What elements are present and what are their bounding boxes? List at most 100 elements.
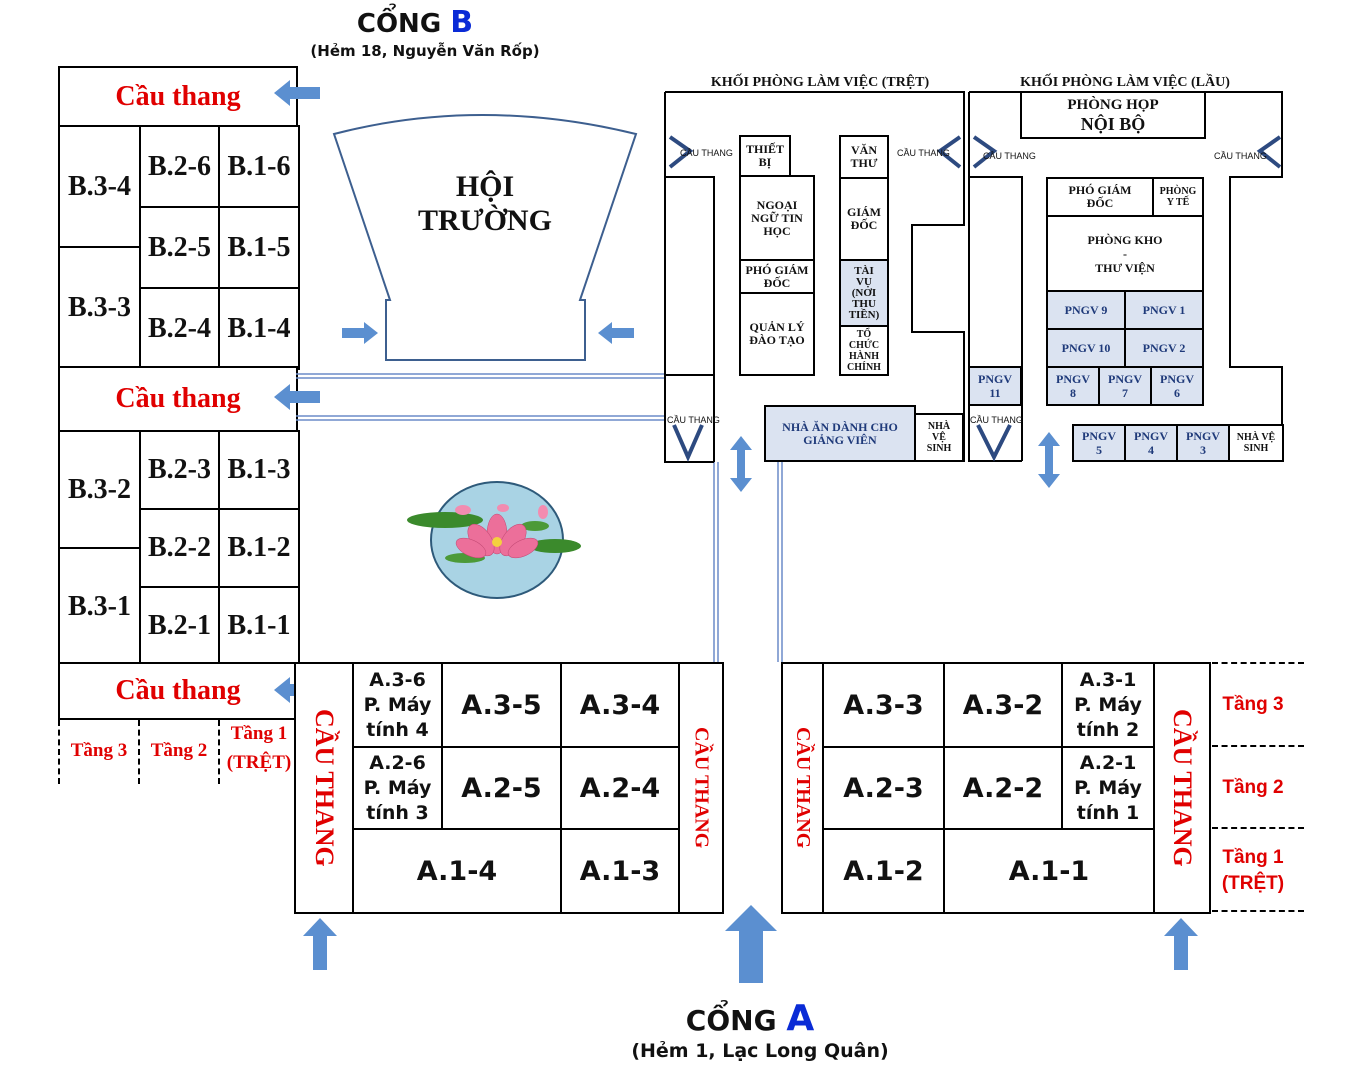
- room-a1-3: A.1-3: [560, 828, 680, 914]
- stairs-office-ground-2: CẦU THANG: [897, 148, 950, 158]
- room-b3-1: B.3-1: [58, 547, 141, 666]
- block-b-upper: B.3-4 B.3-3 B.2-6 B.1-6 B.2-5 B.1-5 B.2-…: [58, 125, 300, 370]
- arrow-left-icon: [598, 322, 634, 344]
- gate-a-label: CỔNG: [685, 1004, 777, 1037]
- stairs-office-upper-3: CẦU THANG: [970, 415, 1023, 425]
- arrow-left-icon: [274, 384, 320, 410]
- a-floor-1-sub-label: (TRỆT): [1221, 873, 1285, 894]
- b-floor-3-label: Tầng 3: [70, 740, 128, 761]
- office-ground-title: KHỐI PHÒNG LÀM VIỆC (TRỆT): [710, 75, 930, 90]
- room-a3-2: A.3-2: [943, 662, 1063, 748]
- stairs-office-ground-3: CẦU THANG: [667, 415, 720, 425]
- room-pngv-9: PNGV 9: [1046, 290, 1126, 330]
- stairs-a-left-inner-label: CẦU THANG: [690, 727, 713, 849]
- stairs-b-middle-label: Cầu thang: [115, 383, 241, 414]
- a-floor-3-label: Tầng 3: [1222, 694, 1284, 715]
- gate-b-label: CỔNG: [356, 9, 442, 39]
- room-pngv-1: PNGV 1: [1124, 290, 1204, 330]
- room-b2-3: B.2-3: [139, 430, 220, 510]
- arrow-up-icon: [303, 918, 337, 970]
- room-a3-4: A.3-4: [560, 662, 680, 748]
- room-a1-1: A.1-1: [943, 828, 1155, 914]
- gate-b-address: (Hẻm 18, Nguyễn Văn Rốp): [310, 42, 540, 60]
- gate-b-letter: B: [450, 5, 474, 40]
- b-floor-2-label: Tầng 2: [150, 740, 208, 761]
- room-b3-4: B.3-4: [58, 125, 141, 248]
- arrow-right-icon: [342, 322, 378, 344]
- corridor-lines: [296, 373, 783, 662]
- block-b-lower: B.3-2 B.3-1 B.2-3 B.1-3 B.2-2 B.1-2 B.2-…: [58, 430, 300, 666]
- room-pngv-2: PNGV 2: [1124, 328, 1204, 368]
- stairs-office-ground-1: CẦU THANG: [680, 148, 733, 158]
- room-a2-2: A.2-2: [943, 746, 1063, 830]
- room-b1-3: B.1-3: [218, 430, 300, 510]
- stairs-a-left-outer-label: CẦU THANG: [310, 709, 339, 867]
- room-a1-2: A.1-2: [822, 828, 945, 914]
- stairs-b-bottom: Cầu thang: [58, 662, 298, 720]
- room-b2-6: B.2-6: [139, 125, 220, 208]
- arrow-left-icon: [274, 80, 320, 106]
- room-a2-5: A.2-5: [441, 746, 562, 830]
- gate-a-title: CỔNG A: [660, 998, 840, 1039]
- stairs-office-upper-1: CẦU THANG: [983, 151, 1036, 161]
- arrow-up-down-icon: [730, 436, 752, 492]
- hall-title-line2: TRƯỜNG: [418, 204, 552, 237]
- hall-outline: [332, 114, 638, 361]
- stairs-office-upper-2: CẦU THANG: [1214, 151, 1267, 161]
- block-b-floor-dividers: Tầng 3 Tầng 2 Tầng 1 (TRỆT): [58, 720, 298, 784]
- room-b2-4: B.2-4: [139, 287, 220, 370]
- room-b2-1: B.2-1: [139, 586, 220, 666]
- a-floor-1-label: Tầng 1: [1222, 847, 1284, 868]
- stairs-b-bottom-label: Cầu thang: [115, 675, 241, 706]
- office-upper-title: KHỐI PHÒNG LÀM VIỆC (LẦU): [1020, 75, 1230, 90]
- stairs-a-right-inner-label: CẦU THANG: [792, 727, 814, 849]
- stairs-a-left-inner: CẦU THANG: [678, 662, 724, 914]
- a-floor-dividers: Tầng 3 Tầng 2 Tầng 1 (TRỆT): [1212, 662, 1304, 914]
- b-floor-1-sub-label: (TRỆT): [226, 752, 292, 773]
- room-b3-2: B.3-2: [58, 430, 141, 549]
- room-b1-4: B.1-4: [218, 287, 300, 370]
- stairs-a-right-outer-label: CẦU THANG: [1168, 709, 1197, 867]
- stairs-a-right-outer: CẦU THANG: [1153, 662, 1211, 914]
- room-b1-6: B.1-6: [218, 125, 300, 208]
- stairs-a-right-inner: CẦU THANG: [781, 662, 824, 914]
- arrow-up-icon: [1164, 918, 1198, 970]
- room-b1-5: B.1-5: [218, 206, 300, 289]
- main-entrance-arrow-icon: [725, 905, 777, 983]
- hall-title-line1: HỘI: [455, 170, 515, 203]
- stairs-b-middle: Cầu thang: [58, 366, 298, 432]
- room-a2-4: A.2-4: [560, 746, 680, 830]
- a-floor-2-label: Tầng 2: [1222, 777, 1284, 798]
- room-a2-3: A.2-3: [822, 746, 945, 830]
- room-a3-5: A.3-5: [441, 662, 562, 748]
- room-b3-3: B.3-3: [58, 246, 141, 370]
- gate-b-title: CỔNG B: [340, 5, 490, 40]
- room-b2-2: B.2-2: [139, 508, 220, 588]
- room-pngv-10: PNGV 10: [1046, 328, 1126, 368]
- office-ground-outline: [664, 91, 965, 463]
- lotus-pond-icon: [407, 481, 581, 599]
- stairs-a-left-outer: CẦU THANG: [294, 662, 354, 914]
- room-b2-5: B.2-5: [139, 206, 220, 289]
